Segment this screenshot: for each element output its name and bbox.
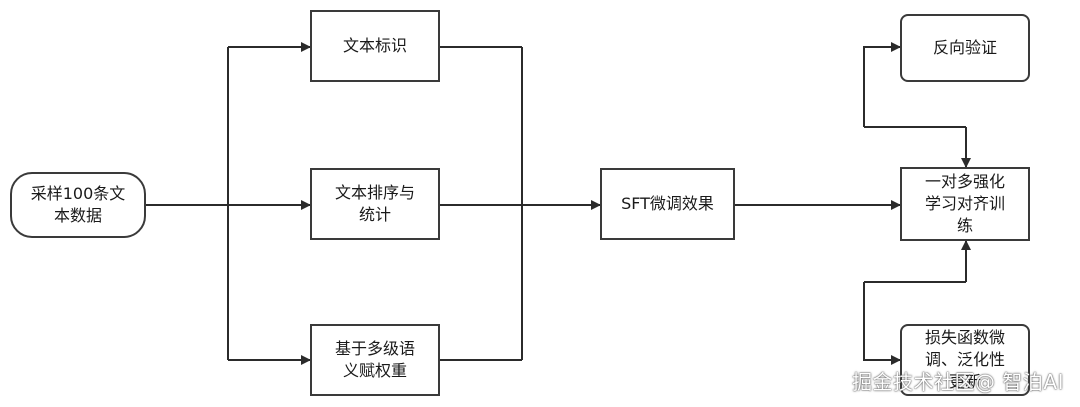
edge-loop-to-loss: [863, 282, 901, 365]
node-reverse-verify: 反向验证: [900, 14, 1030, 82]
node-sft-effect: SFT微调效果: [600, 168, 735, 240]
node-loss-function: 损失函数微 调、泛化性 更新: [900, 324, 1030, 396]
node-semantic-weight: 基于多级语 义赋权重: [310, 324, 440, 396]
watermark: 掘金技术社区@ 智泊AI: [852, 370, 1064, 394]
node-multi-rl-training: 一对多强化 学习对齐训 练: [900, 167, 1030, 241]
node-text-sort: 文本排序与 统计: [310, 168, 440, 240]
edge-loop-to-verify: [863, 42, 901, 127]
node-text-tag: 文本标识: [310, 10, 440, 82]
node-sample-data: 采样100条文 本数据: [10, 172, 146, 238]
